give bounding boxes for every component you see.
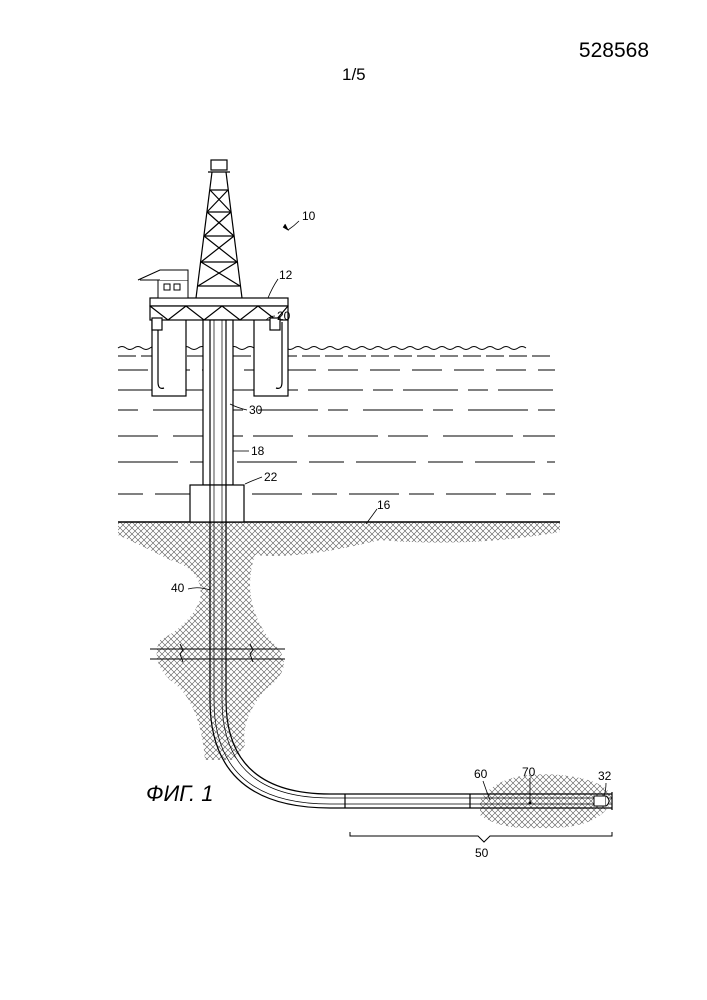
label-18: 18 (251, 445, 264, 457)
label-12: 12 (279, 269, 292, 281)
label-50: 50 (475, 847, 488, 859)
label-60: 60 (474, 768, 487, 780)
figure-caption: ФИГ. 1 (146, 783, 213, 805)
sensor-point (529, 802, 532, 805)
label-40: 40 (171, 582, 184, 594)
label-22: 22 (264, 471, 277, 483)
deck-house (138, 270, 188, 298)
label-32: 32 (598, 770, 611, 782)
label-20: 20 (277, 310, 290, 322)
label-10: 10 (302, 210, 315, 222)
drill-bit (594, 796, 609, 806)
label-70: 70 (522, 766, 535, 778)
label-16: 16 (377, 499, 390, 511)
section-bracket (350, 832, 612, 842)
label-30: 30 (249, 404, 262, 416)
riser (190, 320, 244, 522)
derrick (196, 160, 242, 298)
